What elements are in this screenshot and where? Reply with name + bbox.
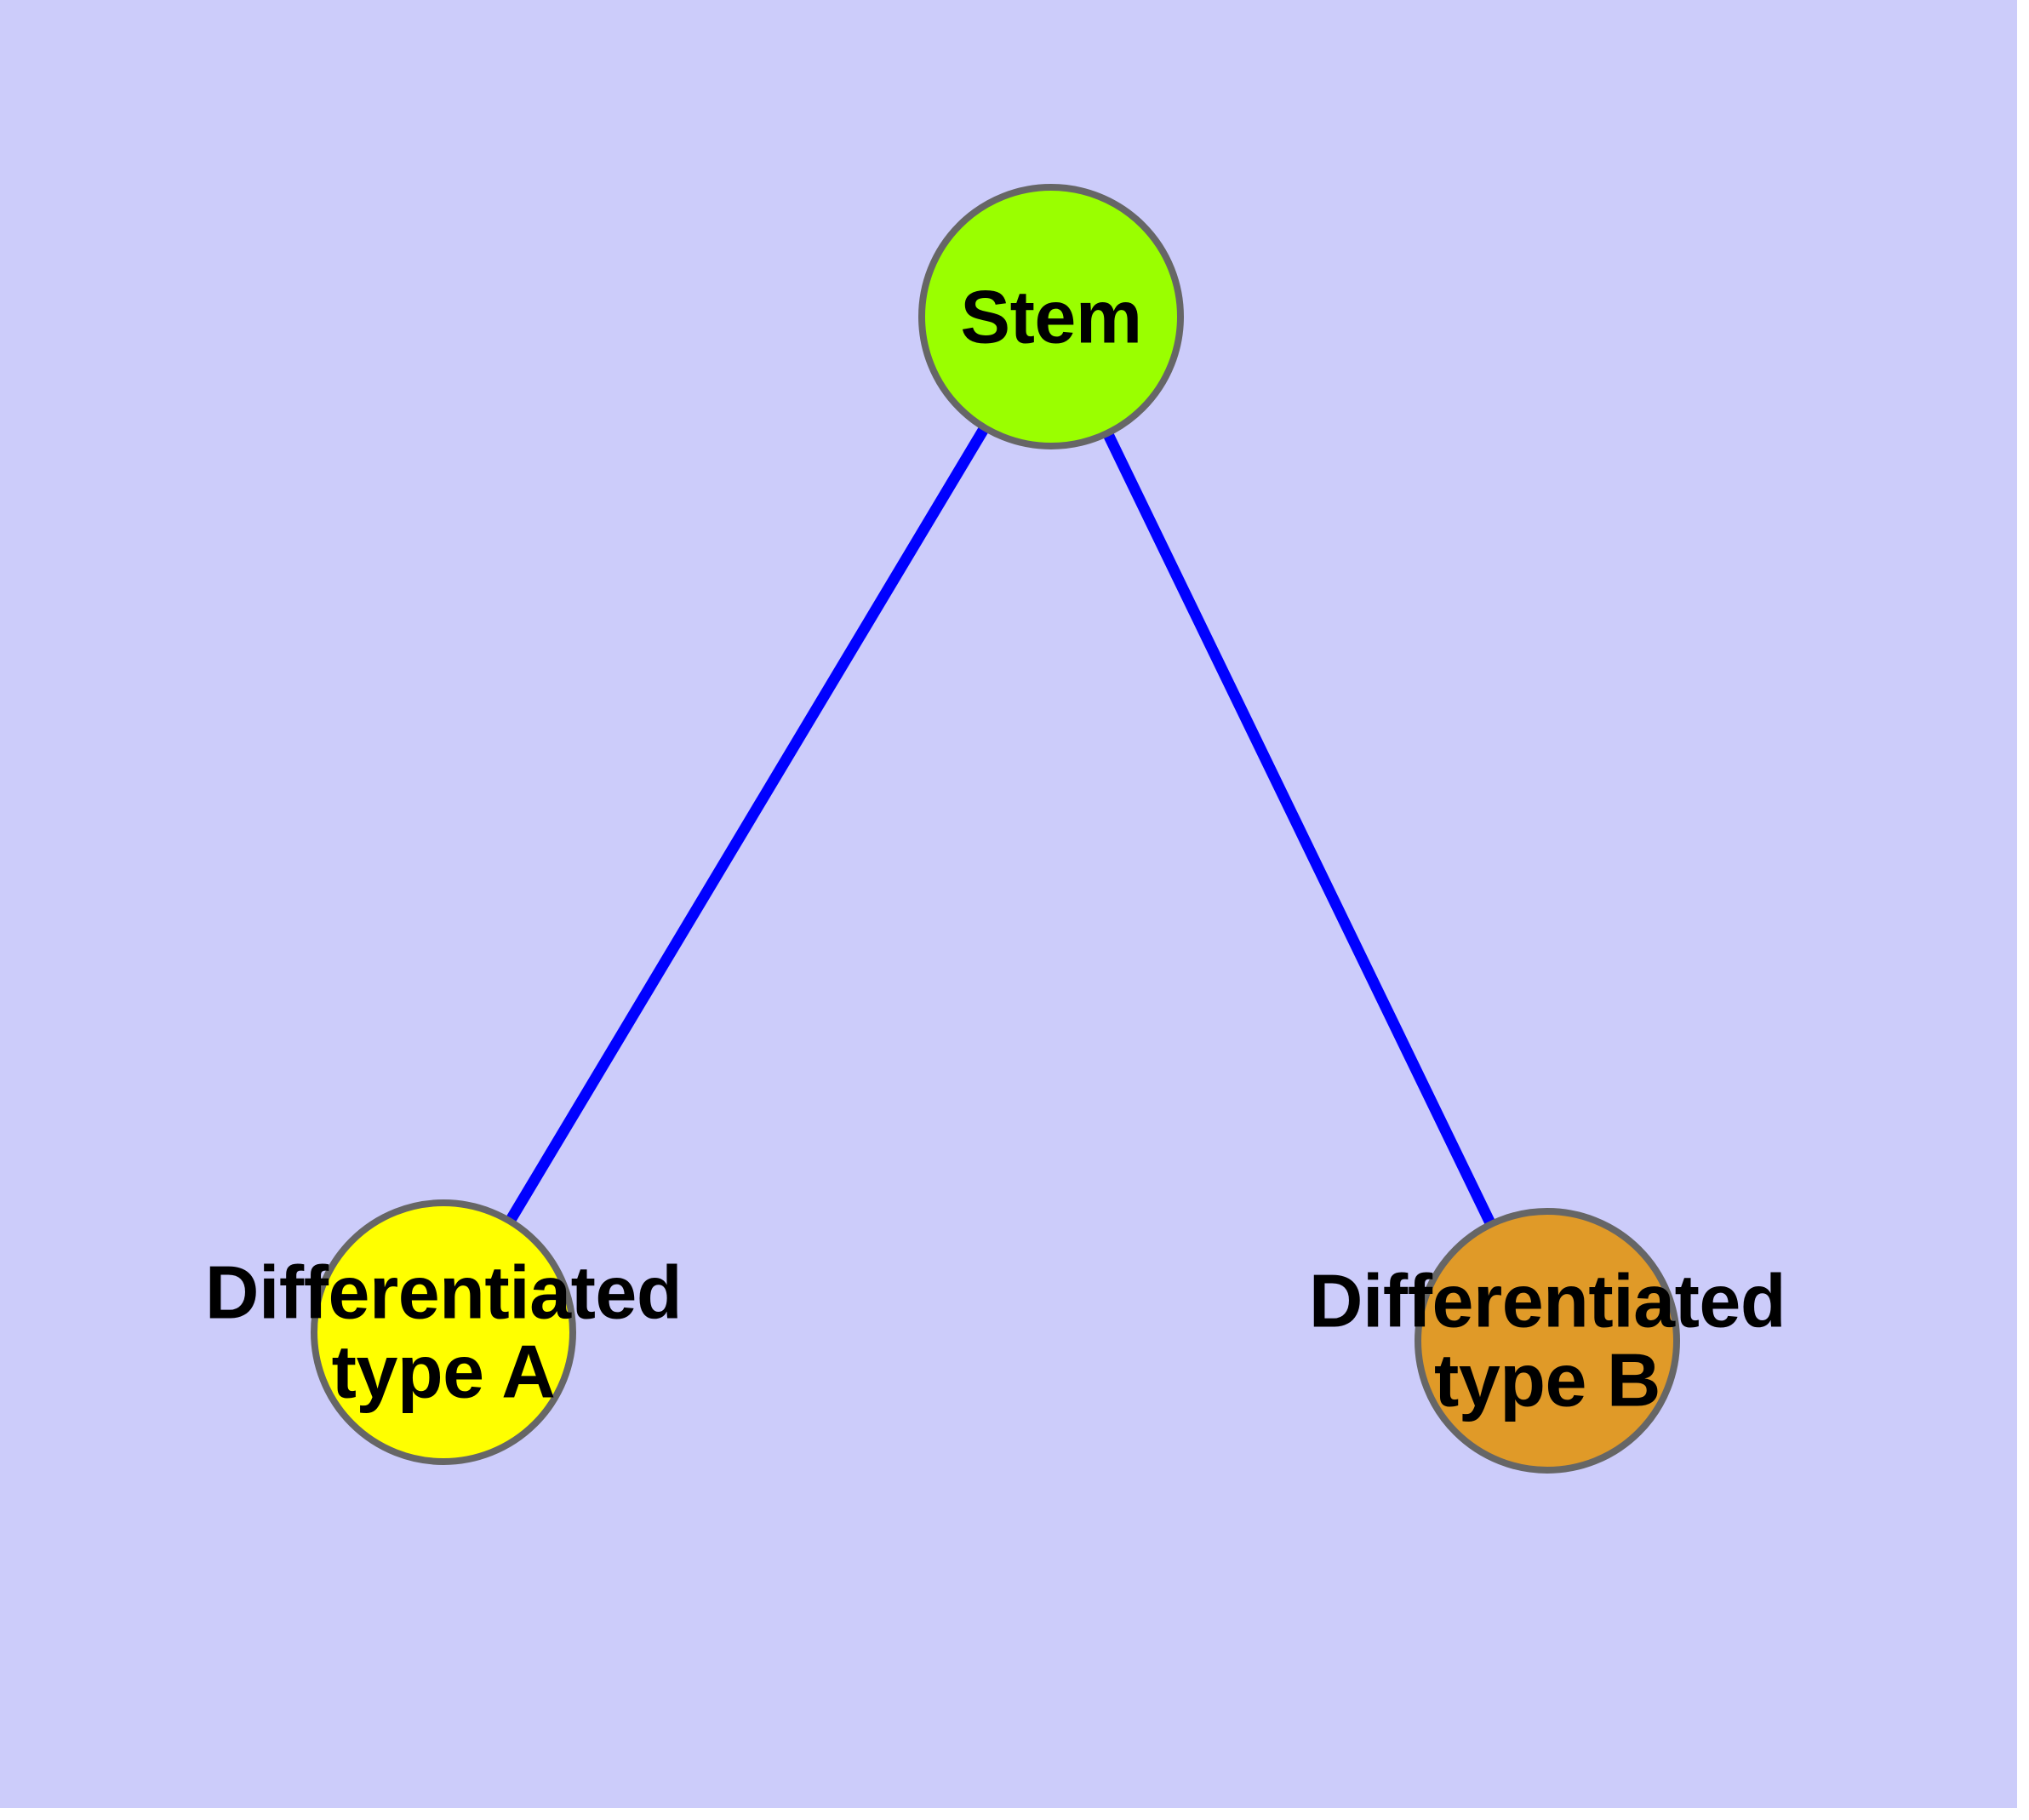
graph-node-diff_a[interactable] (311, 1199, 576, 1465)
graph-node-stem[interactable] (918, 184, 1184, 449)
graph-node-diff_b[interactable] (1415, 1208, 1680, 1474)
nodes-group (311, 184, 1680, 1474)
edges-group (438, 313, 1552, 1343)
graph-edge-stem-to-diff_b (1046, 314, 1552, 1343)
graph-edge-stem-to-diff_a (438, 313, 1056, 1336)
